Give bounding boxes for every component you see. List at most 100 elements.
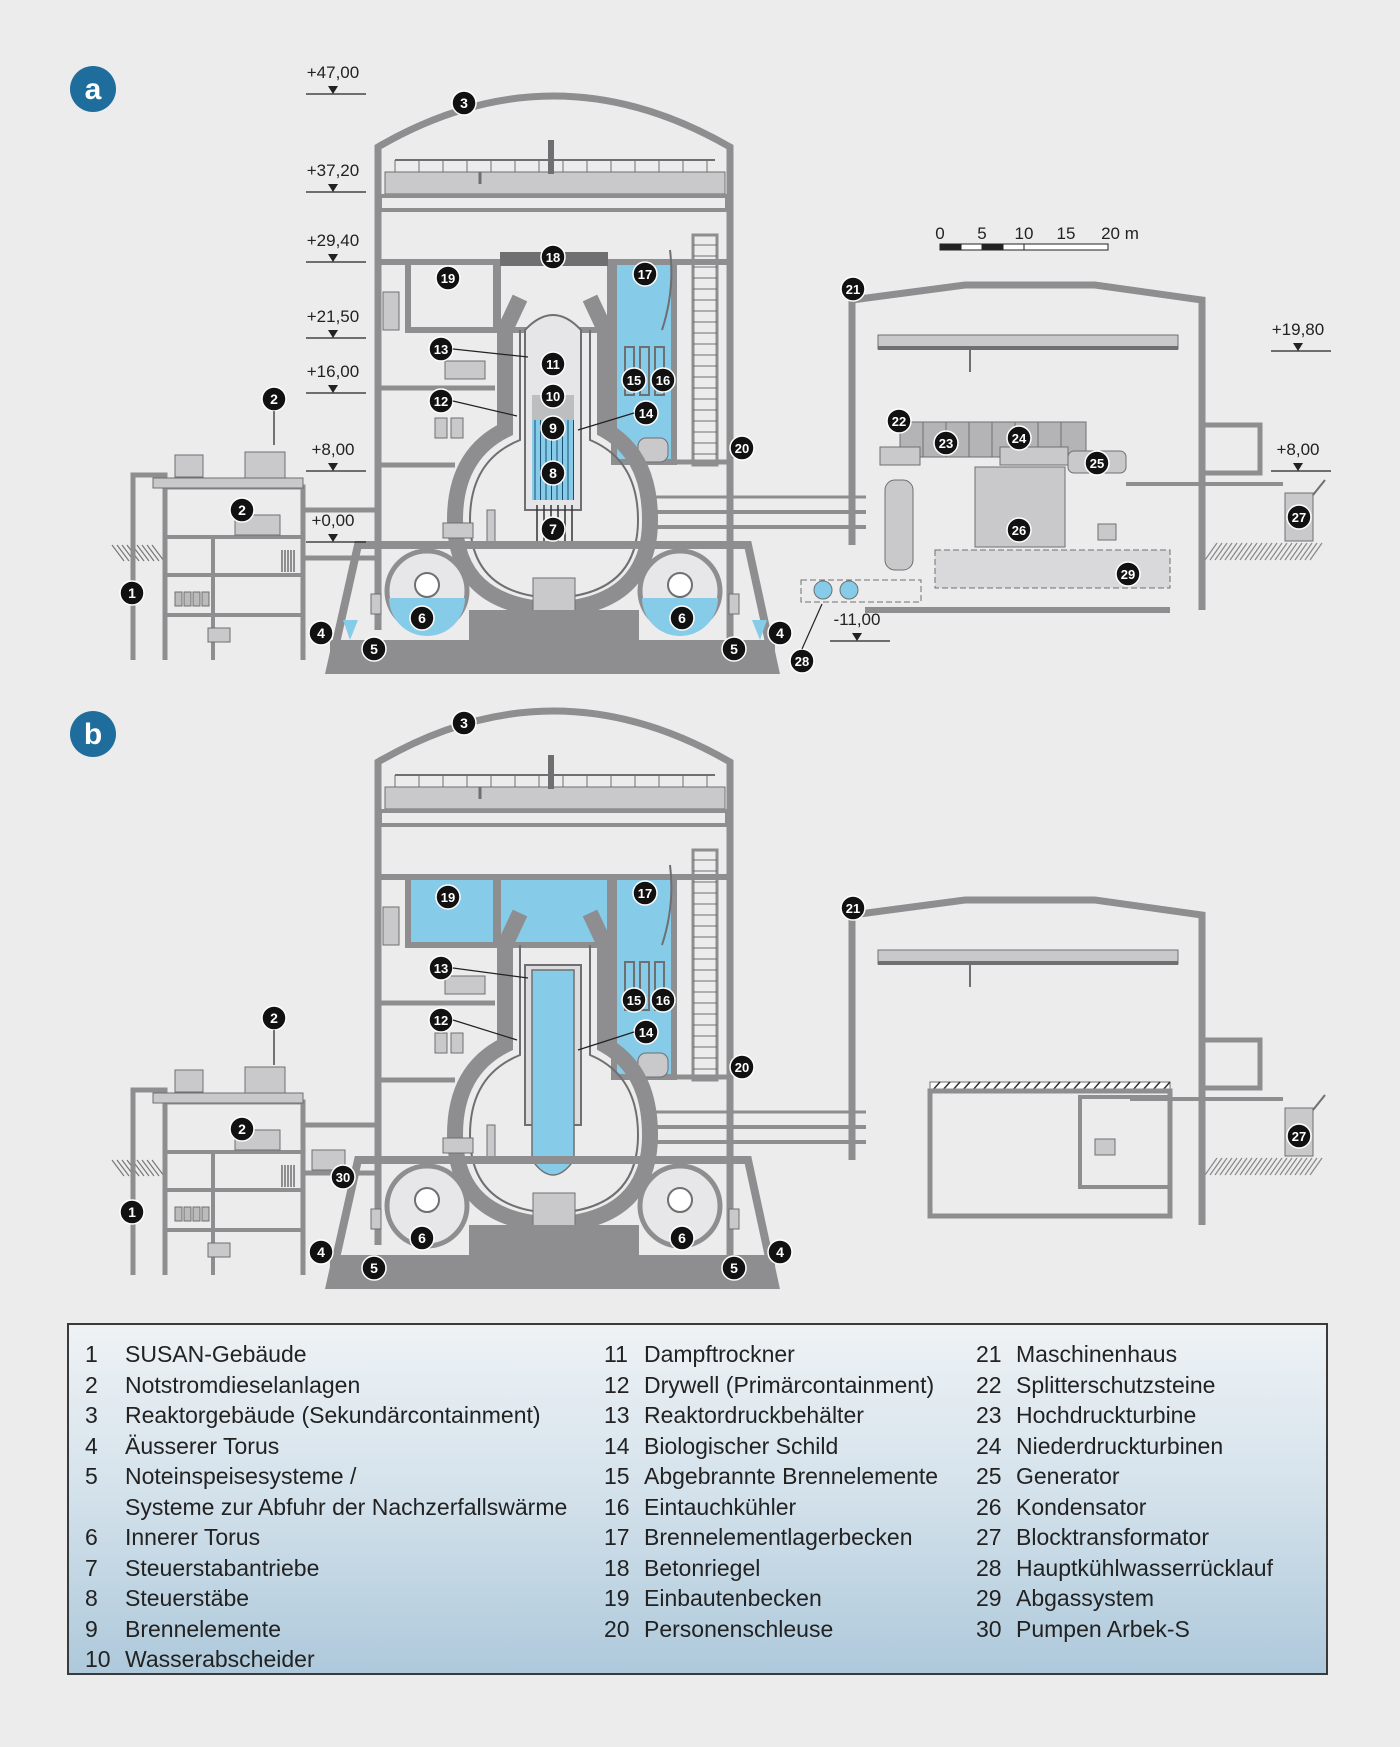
- ground-hatch: [1264, 542, 1278, 561]
- callout-leader: [577, 412, 635, 431]
- ground-hatch: [111, 1159, 125, 1177]
- callout-badge-4: [308, 1239, 334, 1265]
- legend-number: 24: [976, 1432, 1002, 1459]
- foundation-slab: [330, 640, 775, 672]
- callout-number-16: 16: [656, 993, 670, 1008]
- emergency-pump: [728, 593, 740, 615]
- scale-segment: [981, 243, 1004, 251]
- pump: [1097, 523, 1117, 541]
- ground-hatch: [1274, 542, 1288, 561]
- battery: [174, 591, 183, 607]
- legend-label: Hochdruckturbine: [1016, 1402, 1197, 1428]
- callout-number-6: 6: [678, 610, 686, 626]
- callout-badge-5: [361, 1255, 387, 1281]
- callout-badge-6: [669, 605, 695, 631]
- callout-number-3: 3: [460, 715, 468, 731]
- callout-badge-29: [1115, 561, 1141, 587]
- battery: [192, 1206, 201, 1222]
- battery: [174, 1206, 183, 1222]
- ground-hatch: [1209, 542, 1223, 561]
- ground-hatch: [1234, 1157, 1248, 1176]
- legend-label: Steuerstäbe: [125, 1585, 250, 1611]
- emergency-pump: [728, 1208, 740, 1230]
- callout-number-7: 7: [549, 521, 557, 537]
- ground-hatch: [1299, 542, 1313, 561]
- cooling-water-duct: [800, 579, 922, 603]
- ground-hatch: [116, 544, 130, 562]
- ground-hatch: [1249, 542, 1263, 561]
- valve: [434, 1032, 448, 1054]
- legend-item-16: 16 Eintauchkühler: [604, 1492, 938, 1523]
- stair-tower: [691, 233, 719, 467]
- legend-label: Pumpen Arbek-S: [1016, 1615, 1190, 1642]
- scale-segment: [1023, 243, 1109, 251]
- legend-label: Abgassystem: [1016, 1585, 1155, 1611]
- valve-stem: [486, 509, 496, 543]
- callout-number-4: 4: [776, 625, 784, 641]
- panel-a-badge: [70, 66, 116, 112]
- callout-badge-23: [933, 430, 959, 456]
- legend-number: 17: [604, 1524, 630, 1550]
- callout-badge-2: [229, 1116, 255, 1142]
- ground-hatch: [1284, 1157, 1298, 1176]
- legend-label: SUSAN-Gebäude: [125, 1341, 307, 1367]
- legend-label: Noteinspeisesysteme /: [125, 1463, 357, 1489]
- callout-number-11: 11: [546, 357, 560, 372]
- ground-hatch: [1219, 1157, 1233, 1176]
- callout-number-30: 30: [336, 1170, 350, 1185]
- panel-b-drawing: [111, 707, 1326, 1289]
- outer-torus: [343, 620, 358, 640]
- legend-number: 28: [976, 1554, 1002, 1581]
- callout-number-3: 3: [460, 95, 468, 111]
- legend-number: 16: [604, 1493, 630, 1520]
- roof-slab: [152, 477, 304, 489]
- legend-number: 8: [85, 1585, 98, 1611]
- callout-leader: [452, 348, 529, 358]
- callout-badge-17: [632, 261, 658, 287]
- tank: [382, 906, 400, 946]
- ground-hatch: [1239, 1157, 1253, 1176]
- reactor-building-dome: [374, 707, 734, 1265]
- elevation-label: +37,20: [307, 161, 359, 180]
- callout-number-12: 12: [434, 394, 448, 409]
- callout-number-13: 13: [434, 961, 448, 976]
- torus-vent: [414, 572, 440, 598]
- callout-number-4: 4: [317, 1244, 325, 1260]
- pedestal-base: [469, 610, 639, 640]
- legend-label: Eintauchkühler: [644, 1493, 797, 1520]
- elevation-label: +16,00: [307, 362, 359, 381]
- arbek-pump: [311, 1149, 346, 1171]
- elevation-arrow: [1293, 463, 1303, 471]
- callout-number-19: 19: [441, 890, 455, 905]
- ground-hatch: [1219, 542, 1233, 561]
- legend-number: 21: [976, 1341, 1002, 1367]
- outer-torus: [343, 1235, 358, 1255]
- callout-number-17: 17: [638, 886, 652, 901]
- elevation-arrow: [328, 86, 338, 94]
- ground-hatch: [1289, 542, 1303, 561]
- callout-badge-16: [650, 987, 676, 1013]
- legend-label: Personenschleuse: [644, 1615, 834, 1642]
- diesel-unit: [244, 451, 286, 479]
- callout-number-6: 6: [418, 1230, 426, 1246]
- callout-badge-21: [840, 895, 866, 921]
- elevation-label: +8,00: [311, 440, 354, 459]
- callout-badge-6: [409, 605, 435, 631]
- callout-number-14: 14: [639, 1025, 654, 1040]
- battery: [201, 591, 210, 607]
- cooler-pipe: [661, 249, 673, 331]
- callout-badge-19: [435, 265, 461, 291]
- scale-tick-label: 15: [1057, 224, 1076, 243]
- callout-badge-30: [330, 1164, 356, 1190]
- legend-number: 10: [85, 1646, 111, 1672]
- legend-label: Steuerstabantriebe: [125, 1554, 320, 1581]
- callout-number-20: 20: [735, 441, 749, 456]
- callout-number-29: 29: [1121, 567, 1135, 582]
- ground-hatch: [136, 544, 150, 562]
